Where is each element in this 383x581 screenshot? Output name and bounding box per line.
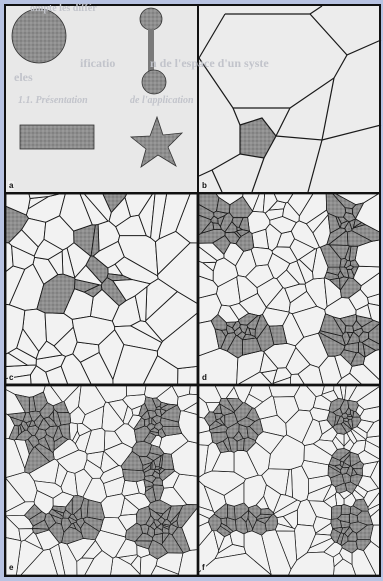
panel-label-d: d	[201, 373, 208, 382]
panel-f-mesh	[199, 386, 380, 575]
voronoi-cell	[122, 480, 139, 496]
voronoi-cell	[123, 469, 145, 481]
panel-label-a: a	[8, 181, 14, 190]
bg-text-1: ompte les différ	[30, 3, 97, 14]
bg-text-5: 1.1. Présentation	[18, 95, 88, 106]
voronoi-cell	[228, 505, 236, 521]
bg-text-6: de l'application	[130, 95, 194, 106]
bg-text-2: ificatio	[80, 56, 115, 71]
voronoi-cell	[126, 386, 146, 396]
dumbbell-top-shape	[140, 8, 162, 30]
panel-c-mesh	[6, 194, 197, 384]
voronoi-cell	[178, 366, 197, 384]
panel-label-c: c	[8, 373, 14, 382]
bg-text-3: n de l'espace d'un syste	[150, 56, 269, 71]
panel-d-mesh	[199, 194, 380, 384]
voronoi-cell	[345, 326, 354, 333]
bg-text-4: eles	[14, 70, 33, 85]
panel-e-mesh	[6, 386, 197, 575]
rectangle-shape	[20, 125, 94, 149]
voronoi-cell	[331, 519, 342, 529]
dumbbell-bottom-shape	[142, 70, 166, 94]
disc-shape	[12, 9, 66, 63]
panel-label-e: e	[8, 563, 14, 572]
voronoi-cell	[189, 386, 197, 395]
panel-label-f: f	[201, 563, 206, 572]
panel-label-b: b	[201, 181, 208, 190]
panel-b	[199, 6, 381, 192]
